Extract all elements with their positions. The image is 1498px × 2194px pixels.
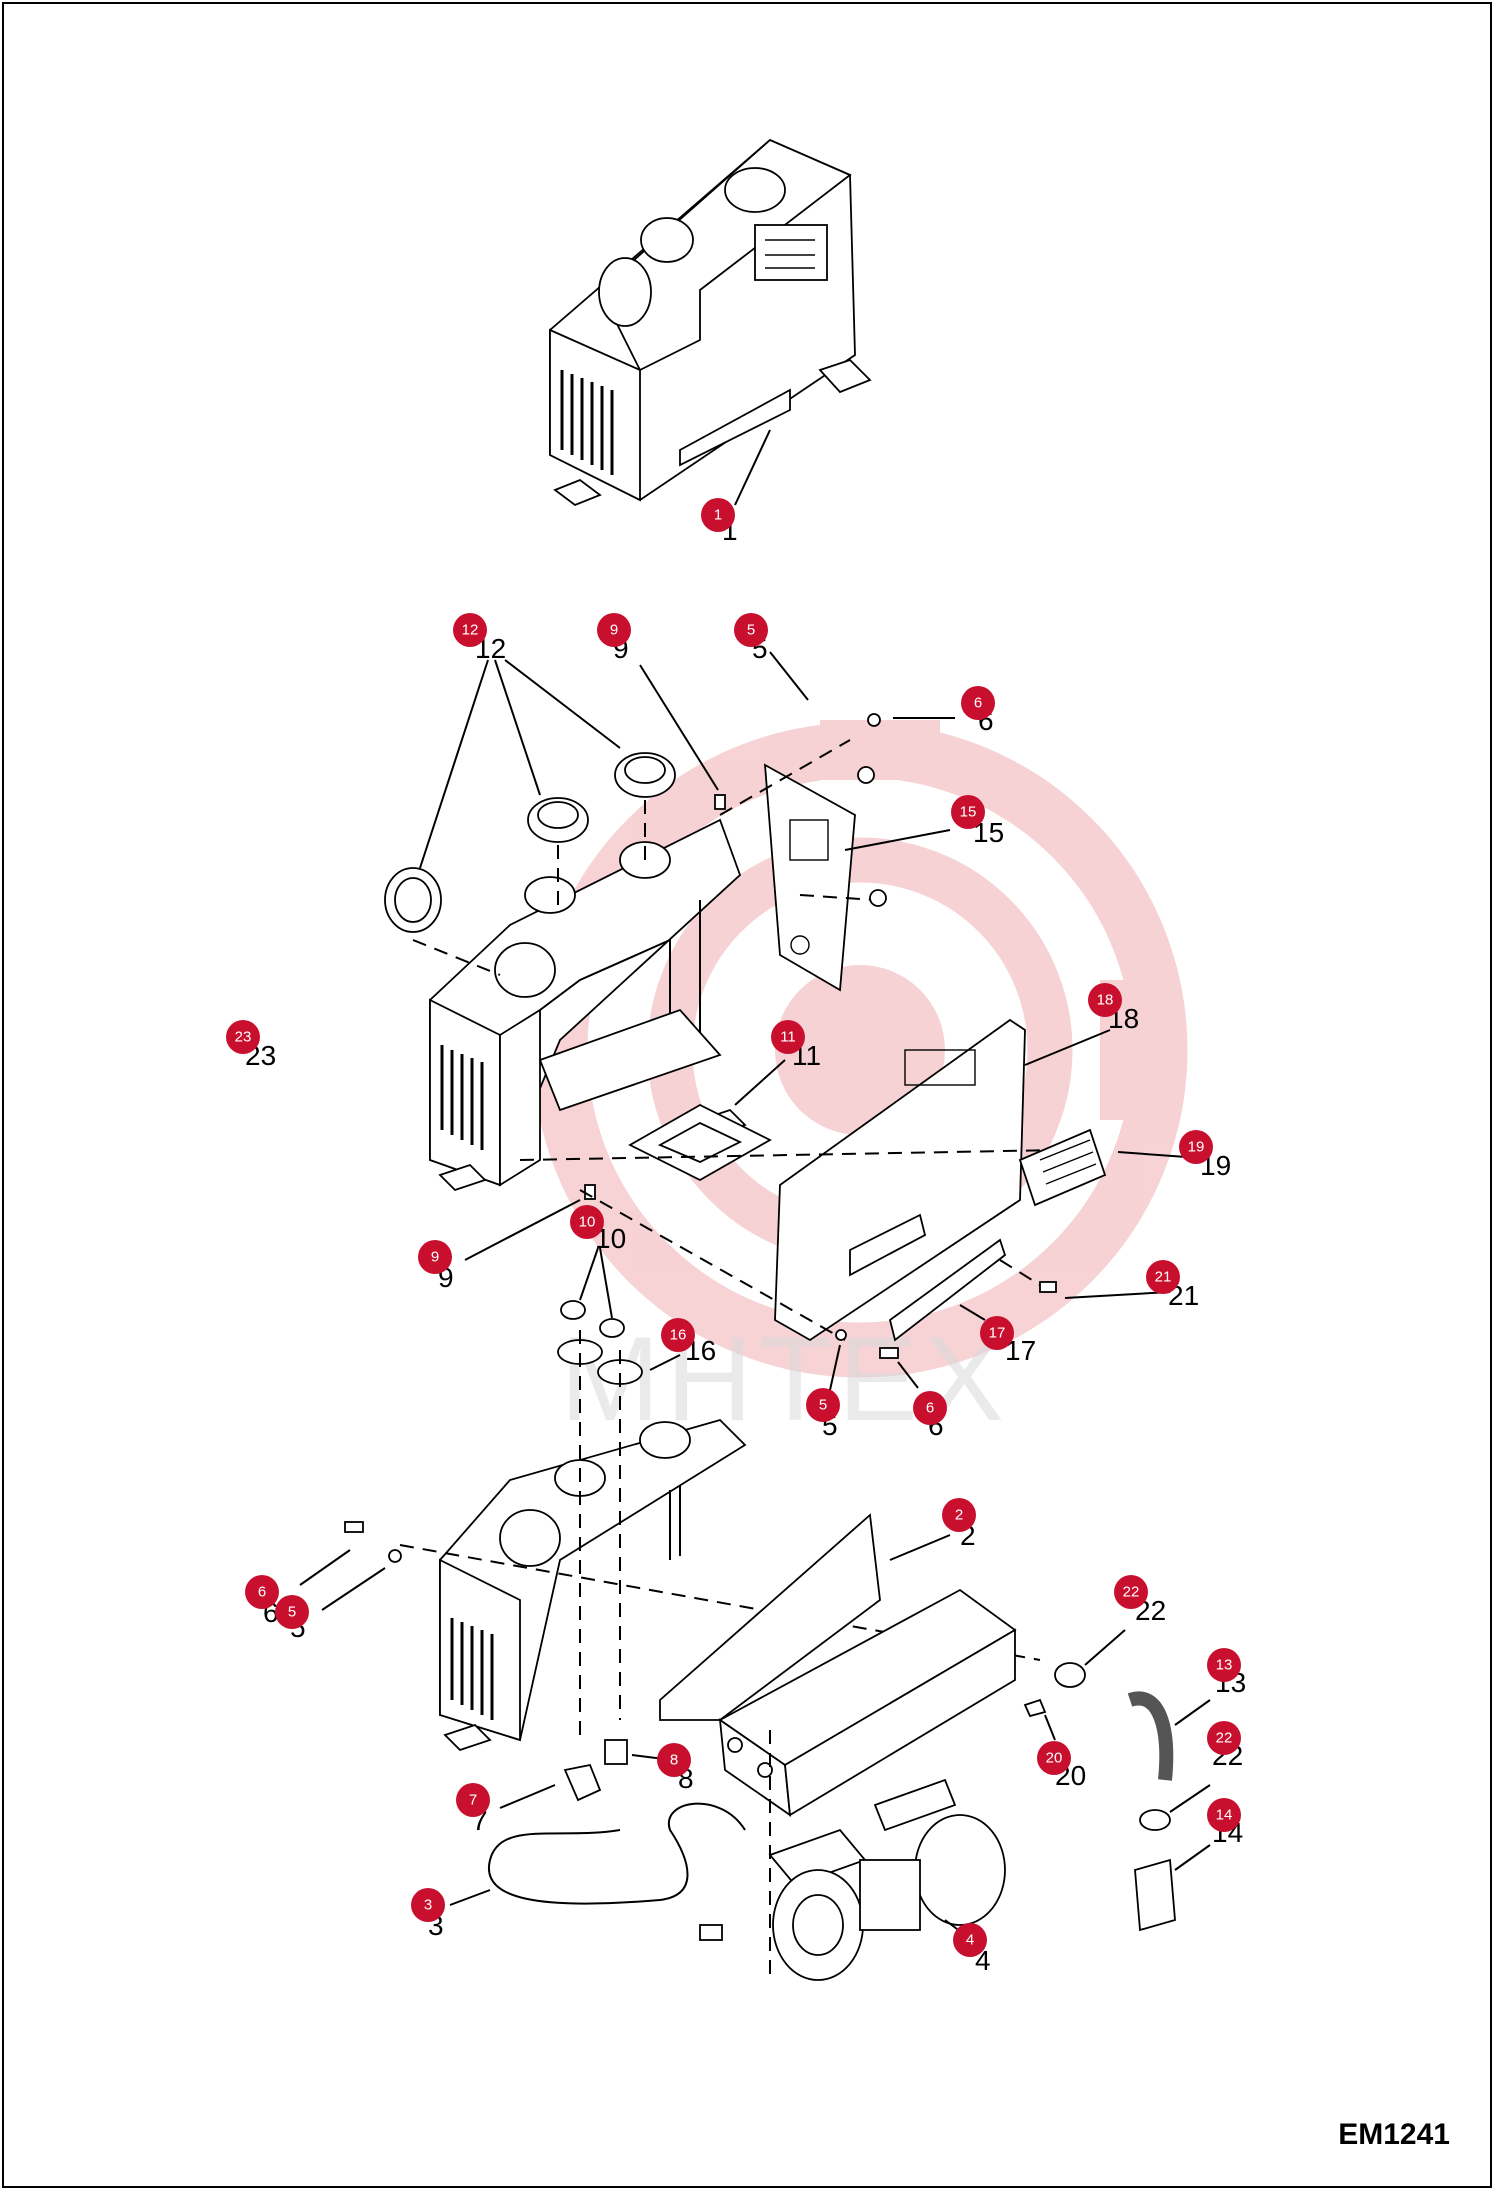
badge-22b[interactable]: 22 — [1207, 1721, 1241, 1755]
badge-8[interactable]: 8 — [657, 1743, 691, 1777]
svg-text:22: 22 — [1123, 1584, 1140, 1601]
badge-9b[interactable]: 9 — [418, 1240, 452, 1274]
washer-screw-set — [829, 1329, 919, 1391]
badge-6c[interactable]: 6 — [245, 1575, 279, 1609]
svg-text:9: 9 — [610, 622, 618, 639]
svg-text:12: 12 — [462, 622, 479, 639]
svg-text:5: 5 — [288, 1604, 296, 1621]
svg-text:3: 3 — [424, 1897, 432, 1914]
badge-15[interactable]: 15 — [951, 795, 985, 829]
badge-5a[interactable]: 5 — [734, 613, 768, 647]
svg-text:4: 4 — [966, 1932, 974, 1949]
badge-5c[interactable]: 5 — [275, 1595, 309, 1629]
badge-14[interactable]: 14 — [1207, 1798, 1241, 1832]
badge-19[interactable]: 19 — [1179, 1130, 1213, 1164]
lower-housing — [399, 1330, 1041, 1752]
control-knobs — [384, 659, 676, 976]
svg-text:15: 15 — [960, 804, 977, 821]
svg-text:17: 17 — [989, 1325, 1006, 1342]
svg-text:6: 6 — [926, 1400, 934, 1417]
blower-motor — [768, 1730, 1006, 1981]
grommets — [557, 1247, 681, 1385]
svg-text:2: 2 — [955, 1507, 963, 1524]
heater-core — [718, 1588, 1017, 1817]
badge-17[interactable]: 17 — [980, 1316, 1014, 1350]
mounting-plate — [719, 651, 955, 992]
badge-5b[interactable]: 5 — [806, 1388, 840, 1422]
badge-13[interactable]: 13 — [1207, 1648, 1241, 1682]
badge-16[interactable]: 16 — [661, 1318, 695, 1352]
hose-valve-set — [1023, 1629, 1211, 1932]
badge-10[interactable]: 10 — [570, 1205, 604, 1239]
badge-12[interactable]: 12 — [453, 613, 487, 647]
badge-20[interactable]: 20 — [1037, 1741, 1071, 1775]
svg-text:16: 16 — [670, 1327, 687, 1344]
heater-assembly — [549, 138, 872, 507]
svg-text:6: 6 — [258, 1584, 266, 1601]
vent-louver — [1018, 1128, 1201, 1207]
callout-badges: 1 12 9 5 6 15 18 23 11 19 9 10 21 16 17 … — [226, 498, 1241, 1957]
svg-text:14: 14 — [1216, 1807, 1233, 1824]
svg-text:11: 11 — [780, 1029, 796, 1046]
svg-text:18: 18 — [1097, 992, 1114, 1009]
small-screws — [464, 664, 726, 1261]
badge-9a[interactable]: 9 — [597, 613, 631, 647]
watermark-logo — [532, 720, 1188, 1378]
svg-text:8: 8 — [670, 1752, 678, 1769]
badge-6a[interactable]: 6 — [961, 686, 995, 720]
drawing-code: EM1241 — [1338, 2118, 1450, 2151]
badge-11[interactable]: 11 — [771, 1020, 805, 1054]
svg-text:7: 7 — [469, 1792, 477, 1809]
badge-1[interactable]: 1 — [701, 498, 735, 532]
svg-text:19: 19 — [1188, 1139, 1205, 1156]
badge-7[interactable]: 7 — [456, 1783, 490, 1817]
badge-4[interactable]: 4 — [953, 1923, 987, 1957]
switches-harness — [449, 1739, 746, 1941]
rear-panel — [659, 1513, 951, 1721]
svg-text:21: 21 — [1155, 1269, 1172, 1286]
badge-23[interactable]: 23 — [226, 1020, 260, 1054]
svg-text:20: 20 — [1046, 1750, 1063, 1767]
svg-text:13: 13 — [1216, 1657, 1233, 1674]
svg-text:6: 6 — [974, 695, 982, 712]
badge-6b[interactable]: 6 — [913, 1391, 947, 1425]
badge-22a[interactable]: 22 — [1114, 1575, 1148, 1609]
svg-text:5: 5 — [819, 1397, 827, 1414]
svg-text:5: 5 — [747, 622, 755, 639]
svg-text:10: 10 — [579, 1214, 596, 1231]
badge-3[interactable]: 3 — [411, 1888, 445, 1922]
svg-text:22: 22 — [1216, 1730, 1233, 1747]
svg-text:1: 1 — [714, 507, 722, 524]
side-panel — [519, 1018, 1111, 1342]
badge-21[interactable]: 21 — [1146, 1260, 1180, 1294]
left-screw-set — [299, 1521, 402, 1611]
svg-text:9: 9 — [431, 1249, 439, 1266]
svg-text:23: 23 — [235, 1029, 252, 1046]
badge-2[interactable]: 2 — [942, 1498, 976, 1532]
badge-18[interactable]: 18 — [1088, 983, 1122, 1017]
cover-strip — [888, 1238, 1171, 1342]
